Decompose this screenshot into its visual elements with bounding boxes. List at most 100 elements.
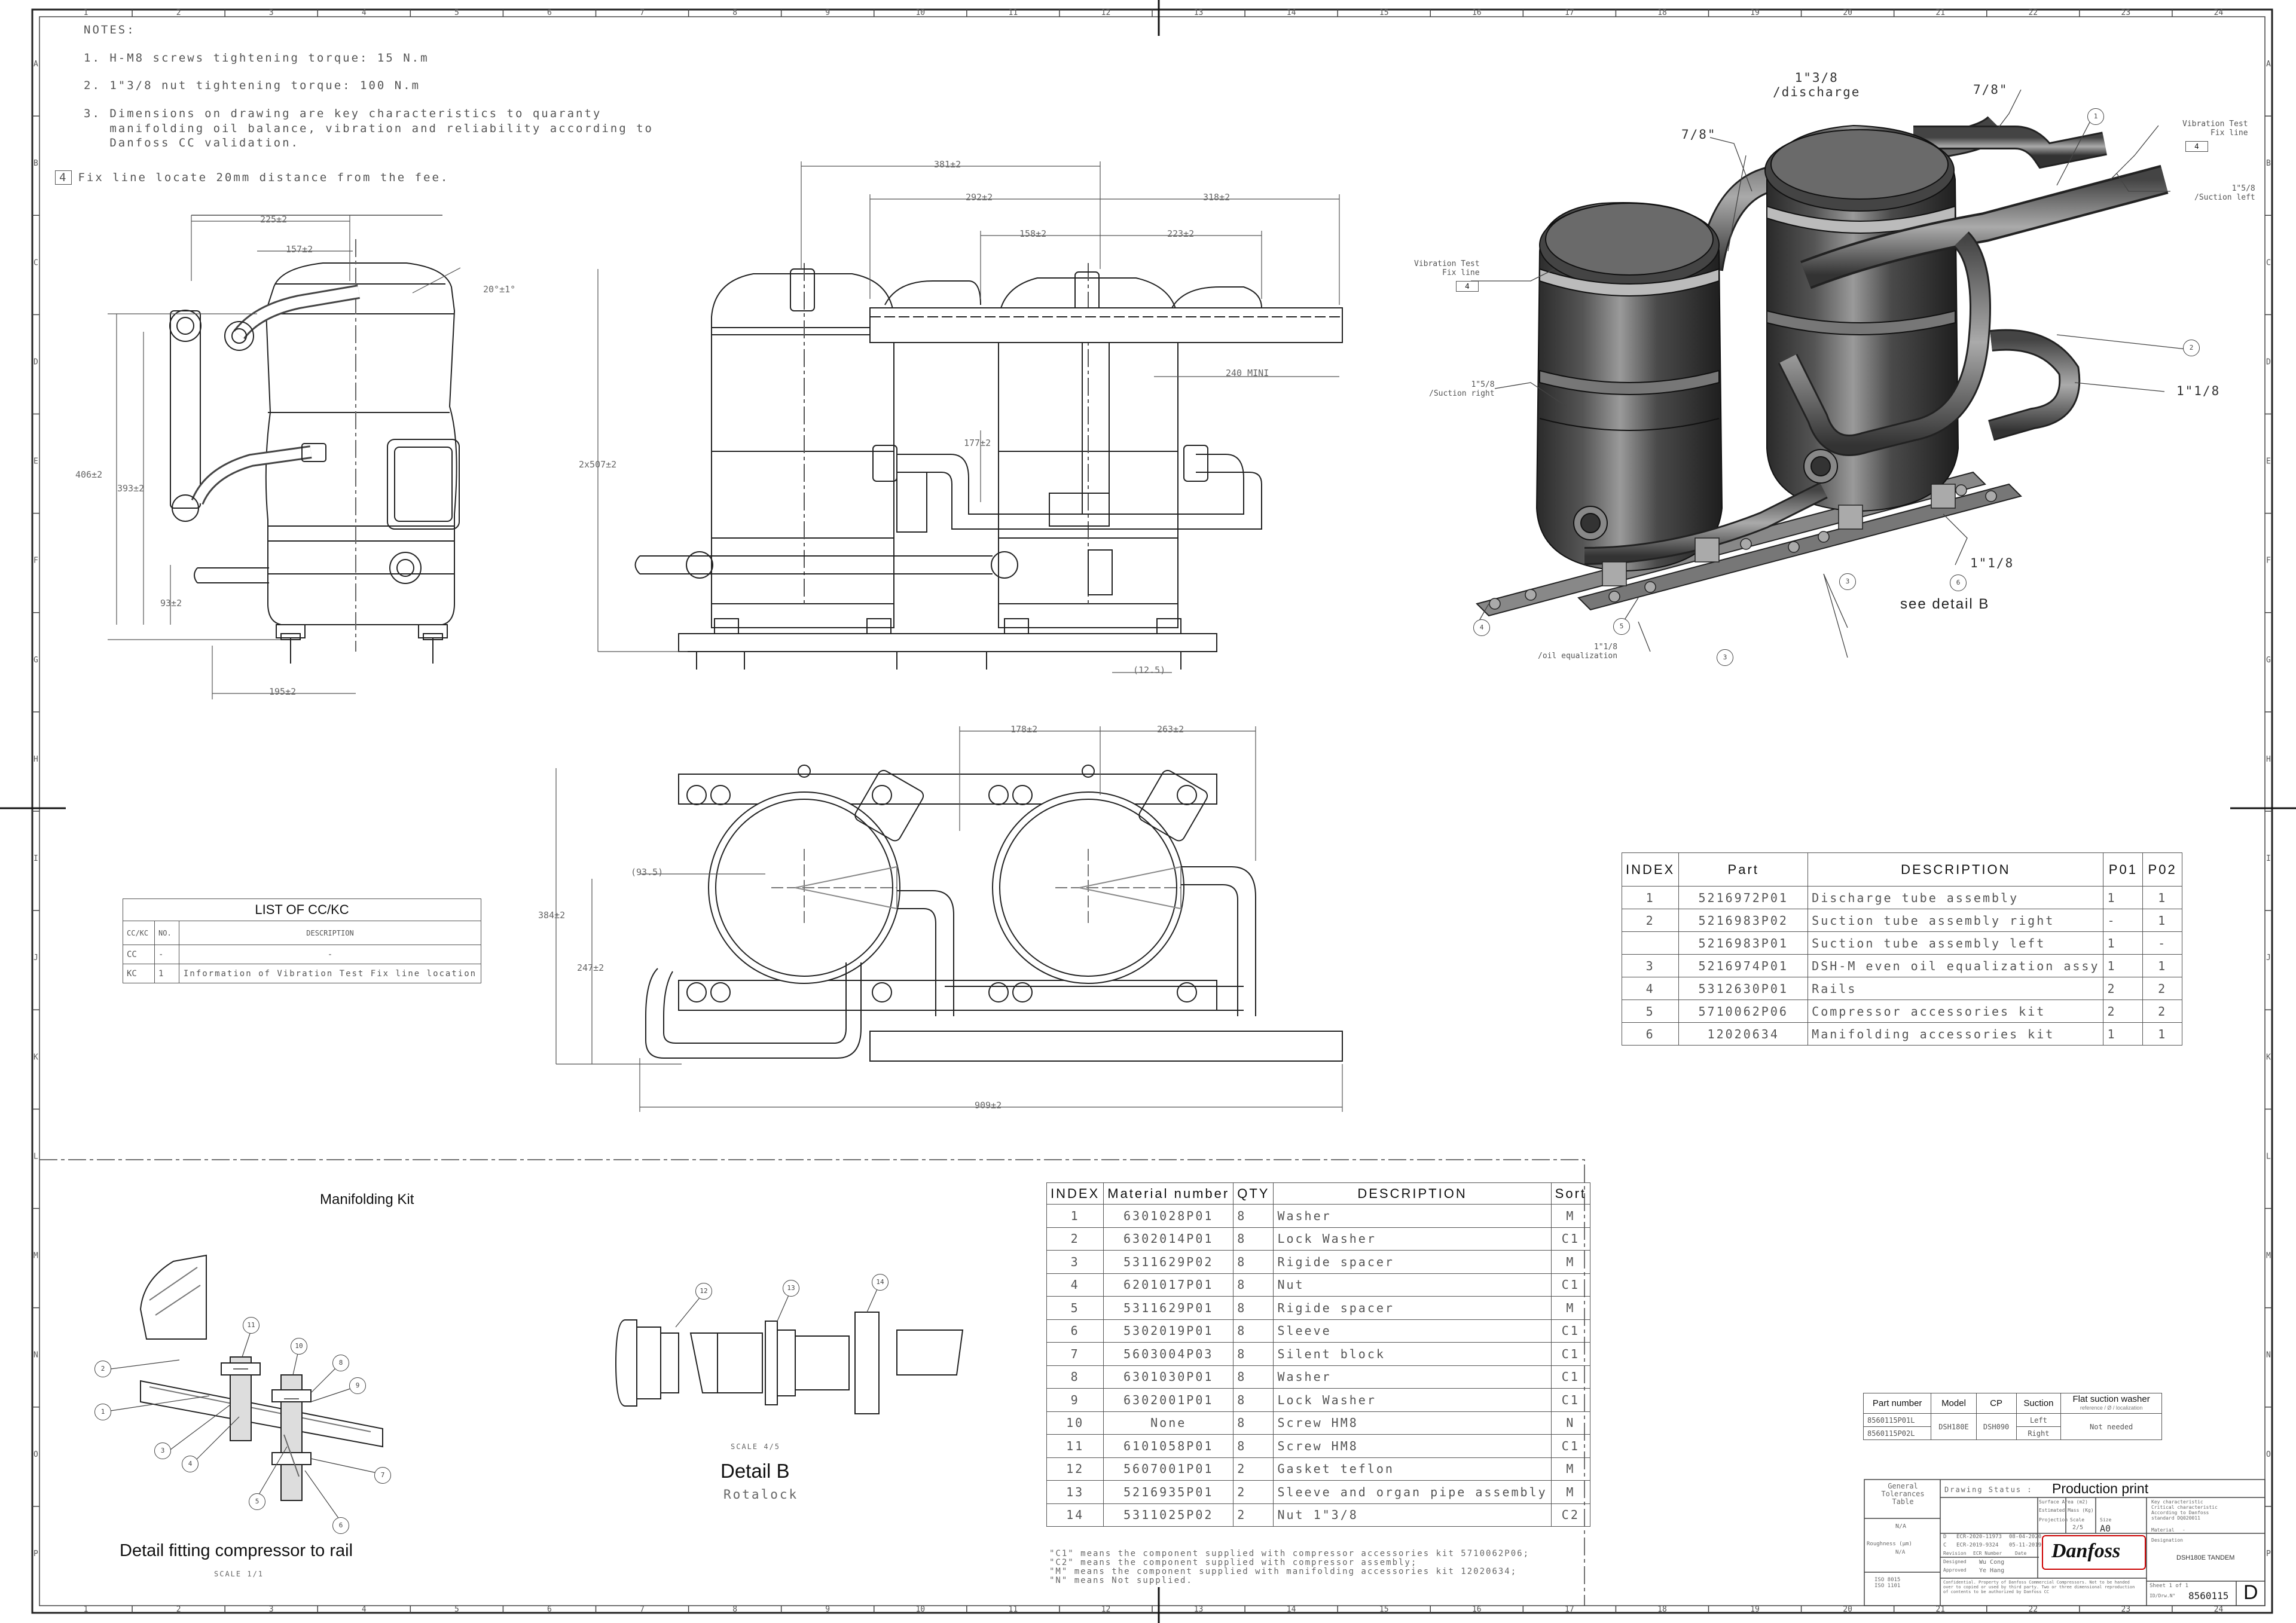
border-col-label: 14 (1287, 1605, 1296, 1614)
border-row-label: G (33, 656, 38, 665)
parts-cell: Discharge tube assembly (1808, 886, 2104, 909)
callout-1-1-8-b: 1"1/8 (1970, 556, 2014, 570)
cc-kc-header: CC/KC (123, 921, 155, 945)
balloon: 5 (1613, 618, 1630, 635)
callout-left-7-8: 7/8" (1681, 127, 1717, 142)
balloon: 3 (1717, 649, 1733, 666)
material-cell: Washer (1273, 1204, 1552, 1228)
balloon: 11 (243, 1317, 259, 1334)
material-cell: 5607001P01 (1103, 1457, 1234, 1481)
material-cell: Silent block (1273, 1342, 1552, 1366)
dim-side-1: 157±2 (286, 244, 313, 255)
model-subheader: reference / Ø / localization (2080, 1404, 2143, 1411)
balloon: 13 (783, 1280, 799, 1297)
border-row-label: K (2266, 1053, 2271, 1062)
material-cell: Rigide spacer (1273, 1250, 1552, 1274)
border-col-label: 8 (732, 8, 737, 17)
callout-oil-eq: 1"1/8 /oil equalization (1538, 643, 1618, 661)
border-col-label: 10 (915, 1605, 925, 1614)
note-1: 1. H-M8 screws tightening torque: 15 N.m (84, 51, 429, 65)
material-cell: 14 (1046, 1503, 1104, 1527)
material-cell: 2 (1233, 1503, 1274, 1527)
material-cell: 8 (1233, 1227, 1274, 1251)
balloon: 2 (94, 1361, 111, 1377)
border-row-label: D (33, 357, 38, 366)
material-cell: 8 (1233, 1342, 1274, 1366)
parts-header: DESCRIPTION (1808, 852, 2104, 887)
tb-date-d: 08-04-2020 (2009, 1534, 2042, 1540)
callout-vibration-right: Vibration Test Fix line (2182, 120, 2248, 137)
detail-fit-scale: SCALE 1/1 (214, 1570, 264, 1578)
border-col-label: 16 (1472, 1605, 1482, 1614)
border-row-label: J (33, 953, 38, 962)
border-col-label: 3 (269, 1605, 274, 1614)
parts-cell: 5216983P02 (1678, 909, 1809, 932)
border-col-label: 19 (1750, 8, 1760, 17)
tb-eco-c: ECR-2019-9324 (1956, 1542, 1999, 1548)
border-col-label: 24 (2214, 1605, 2224, 1614)
dim-front-3: 158±2 (1019, 228, 1047, 239)
border-col-label: 13 (1194, 1605, 1204, 1614)
tb-rev-c: C (1943, 1542, 1947, 1548)
footnote: "M" means the component supplied with ma… (1049, 1567, 1518, 1576)
border-col-label: 12 (1101, 1605, 1111, 1614)
material-cell: 5302019P01 (1103, 1319, 1234, 1343)
tb-status-label: Drawing Status : (1944, 1486, 2033, 1494)
iso-view (1471, 89, 2199, 665)
callout-suction-right: 1"5/8 /Suction right (1429, 380, 1495, 398)
side-view (108, 215, 461, 699)
cc-kc-header: DESCRIPTION (179, 921, 481, 945)
front-view (597, 161, 1343, 673)
material-cell: Nut 1"3/8 (1273, 1503, 1552, 1527)
model-cell: Left (2016, 1413, 2062, 1427)
cc-kc-title: LIST OF CC/KC (123, 898, 481, 921)
border-row-label: N (2266, 1351, 2271, 1360)
parts-cell: 5216983P01 (1678, 931, 1809, 955)
dim-top-0: 178±2 (1010, 724, 1038, 735)
parts-cell: 2 (2103, 977, 2144, 1000)
tb-designation-label: Designation (2151, 1538, 2183, 1543)
material-table: INDEX Material number QTY DESCRIPTION So… (1046, 1182, 1591, 1527)
tb-status: Production print (2052, 1481, 2149, 1496)
tb-scale: 2/5 (2072, 1524, 2084, 1531)
dim-top-1: 263±2 (1157, 724, 1184, 735)
border-col-label: 4 (362, 8, 367, 17)
border-row-label: O (33, 1450, 38, 1459)
material-cell: 8 (1233, 1434, 1274, 1458)
material-cell: 6301028P01 (1103, 1204, 1234, 1228)
border-col-label: 7 (640, 8, 645, 17)
dim-front-1: 292±2 (966, 192, 993, 203)
border-col-label: 12 (1101, 8, 1111, 17)
material-cell: Washer (1273, 1365, 1552, 1389)
tb-na: N/A (1895, 1523, 1907, 1530)
balloon: 10 (291, 1338, 307, 1355)
border-col-label: 8 (732, 1605, 737, 1614)
footnote: "N" means Not supplied. (1049, 1576, 1193, 1585)
tb-general-tol: General Tolerances Table (1881, 1482, 1925, 1506)
border-row-label: J (2266, 953, 2271, 962)
notes-title: NOTES: (84, 23, 136, 36)
dim-top-5: 909±2 (975, 1100, 1002, 1111)
balloon: 3 (154, 1442, 171, 1459)
material-cell: 6201017P01 (1103, 1273, 1234, 1297)
balloon: 6 (332, 1517, 349, 1534)
parts-cell: Manifolding accessories kit (1808, 1022, 2104, 1046)
dim-side-5: 93±2 (160, 598, 182, 609)
parts-cell: 5312630P01 (1678, 977, 1809, 1000)
tb-designation: DSH180E TANDEM (2176, 1554, 2235, 1561)
model-cell: Right (2016, 1426, 2062, 1440)
parts-cell: 1 (2103, 954, 2144, 977)
detail-fitting (110, 1254, 383, 1522)
material-cell: 6302001P01 (1103, 1388, 1234, 1412)
border-row-label: C (2266, 258, 2271, 267)
